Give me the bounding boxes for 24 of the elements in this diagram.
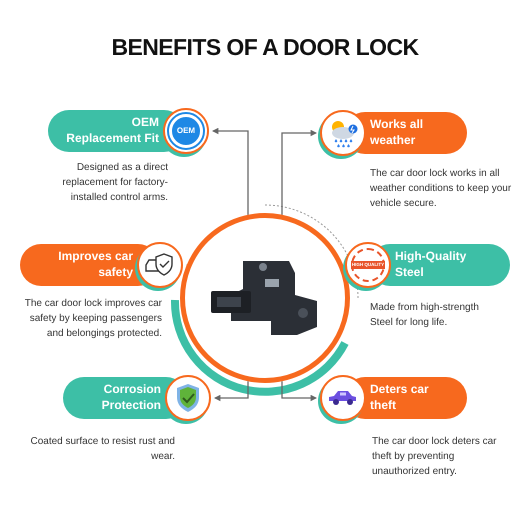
benefit-description: Made from high-strength Steel for long life. bbox=[370, 301, 480, 330]
benefit-heading: High-Quality Steel bbox=[395, 249, 468, 281]
benefit-pill bbox=[320, 110, 467, 156]
benefit-pill bbox=[345, 242, 510, 288]
badge-text: OEM bbox=[176, 127, 196, 135]
benefit-heading: OEM Replacement Fit bbox=[65, 115, 159, 147]
connector-arrow bbox=[281, 130, 318, 215]
benefit-description: The car door lock improves car safety by keeping passengers and belongings protected. bbox=[24, 297, 162, 341]
benefit-pill bbox=[320, 375, 467, 421]
benefit-description: Designed as a direct replacement for factory-installed control arms. bbox=[61, 161, 168, 205]
benefit-description: The car door lock works in all weather conditions to keep your vehicle secure. bbox=[370, 167, 512, 211]
benefit-heading: Corrosion Protection bbox=[100, 382, 161, 414]
benefit-description: The car door lock deters car theft by preventing unauthorized entry. bbox=[372, 435, 498, 479]
benefit-pill bbox=[63, 375, 211, 421]
title: BENEFITS OF A DOOR LOCK bbox=[110, 33, 420, 62]
benefit-pill bbox=[48, 108, 209, 154]
connector-arrow bbox=[214, 381, 249, 402]
connector-arrow bbox=[281, 381, 318, 402]
benefit-heading: Deters car theft bbox=[370, 382, 430, 414]
benefit-pill bbox=[20, 242, 183, 288]
connector-arrow bbox=[212, 128, 249, 215]
benefit-heading: Improves car safety bbox=[57, 249, 133, 281]
benefit-heading: Works all weather bbox=[370, 117, 424, 149]
benefit-description: Coated surface to resist rust and wear. bbox=[29, 435, 175, 464]
